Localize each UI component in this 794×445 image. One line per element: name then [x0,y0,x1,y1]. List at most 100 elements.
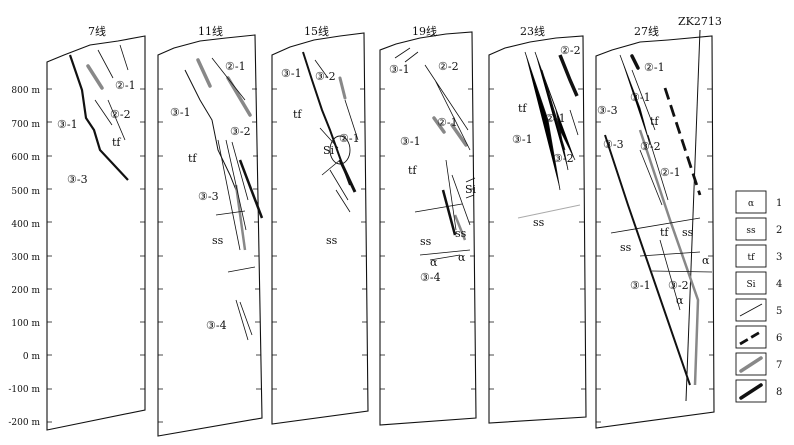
vein-black [238,159,264,219]
rock-label: ss [533,216,545,229]
legend-item-7: 7 [735,352,782,376]
ore-label: ③-2 [668,279,689,292]
section-frame [595,35,715,429]
section-title: 15线 [304,24,329,38]
fault-line [184,69,239,196]
section-frame [379,31,477,426]
legend-symbol: tf [748,253,756,263]
section-title: 11线 [198,24,223,38]
tick-marks [489,88,586,390]
legend-item-5: 5 [735,298,782,322]
vein-black [558,54,579,97]
rock-label: tf [650,115,659,128]
section-19: 19线 ③-1 ②-2 ②-1 ③-1 tf Si ss ss α α ③-4 [379,24,477,426]
fault-line-thin [524,51,579,191]
y-tick-200: 200 m [11,286,40,296]
ore-label: ③-1 [57,118,78,131]
y-tick-0: 0 m [23,352,41,362]
vein-gray [234,184,247,251]
legend-item-8: 8 [735,379,782,403]
ore-label: ③-4 [420,271,441,284]
y-tick-minus200: -200 m [8,418,40,428]
fault-line-thin [94,99,113,126]
silicified-body [329,135,351,165]
legend-item-3: tf 3 [735,244,782,268]
vein-black-dashed [663,87,702,196]
ore-label: ②-2 [560,44,581,57]
fault-line [68,54,129,181]
fault-line-thin [394,47,471,231]
legend-number: 4 [776,279,782,290]
ore-label: ③-4 [206,319,227,332]
ore-label: ③-1 [630,279,651,292]
fault-line-thin [119,44,129,71]
vein-gray [226,76,252,117]
fault-line-thin [217,139,249,251]
ore-label: ②-2 [110,108,131,121]
rock-label: ss [682,226,694,239]
ore-label: ②-1 [545,112,566,125]
y-tick-minus100: -100 m [8,385,40,395]
y-tick-500: 500 m [11,187,40,197]
vein-black [630,54,640,70]
ore-label: ②-1 [660,166,681,179]
fault-line [604,134,691,386]
vein-black [338,159,357,193]
y-tick-600: 600 m [11,153,40,163]
ore-label: ③-3 [198,190,219,203]
legend-item-1: α 1 [735,190,782,214]
y-tick-300: 300 m [11,253,40,263]
section-title: 27线 [634,24,659,38]
fault-line-thin [610,217,713,311]
rock-label: tf [660,226,669,239]
section-15: 15线 ③-1 ③-2 tf ②-1 Si ss [271,24,369,425]
ore-label: ③-2 [553,152,574,165]
tick-marks [380,88,476,390]
vein-gray [453,214,467,241]
ore-label: ③-3 [67,173,88,186]
section-title: 23线 [520,24,545,38]
rock-label: tf [112,136,121,149]
y-tick-400: 400 m [11,220,40,230]
rock-label: α [430,256,438,269]
ore-label: ③-1 [389,63,410,76]
ore-label: ③-1 [400,135,421,148]
section-23: 23线 ②-2 tf ②-1 ③-1 ③-2 ss [488,24,587,424]
fault-line-thin [619,54,669,206]
ore-label: ③-1 [281,67,302,80]
section-title: 19线 [412,24,437,38]
legend-symbol: ss [746,226,756,236]
fault-line-thin [235,299,253,341]
vein-gray-thin [517,204,581,219]
fault-line-thin [414,177,476,261]
legend: α 1 ss 2 tf 3 Si 4 5 6 [735,190,782,403]
section-frame [46,35,146,431]
vein-black [441,189,457,236]
fault-line-thin [215,210,256,273]
legend-number: 3 [776,252,782,263]
section-7: 7线 ②-1 ②-2 ③-1 tf ③-3 [46,24,146,431]
tick-marks [596,88,714,423]
ore-label: ③-3 [597,104,618,117]
ore-label: ②-2 [438,60,459,73]
legend-item-6: 6 [735,325,782,349]
ore-label: ②-1 [644,61,665,74]
tick-marks [158,88,261,423]
ore-label: ③-1 [630,91,651,104]
fault-line-thin [319,127,351,213]
section-27: 27线 ZK2713 ②-1 ③-1 ③-3 tf ③-3 ③-2 ②-1 tf… [595,15,722,429]
ore-label: ③-3 [603,138,624,151]
section-frame [271,32,369,425]
tick-marks [272,88,368,390]
vein-gray [432,116,468,147]
legend-number: 2 [776,225,782,236]
y-tick-800: 800 m [11,86,40,96]
fault-line-thin [107,99,126,141]
legend-symbol: α [748,199,754,209]
legend-number: 7 [776,360,782,371]
section-title: 7线 [88,24,106,38]
legend-item-2: ss 2 [735,217,782,241]
ore-label: ③-2 [230,125,251,138]
rock-label: tf [408,164,417,177]
